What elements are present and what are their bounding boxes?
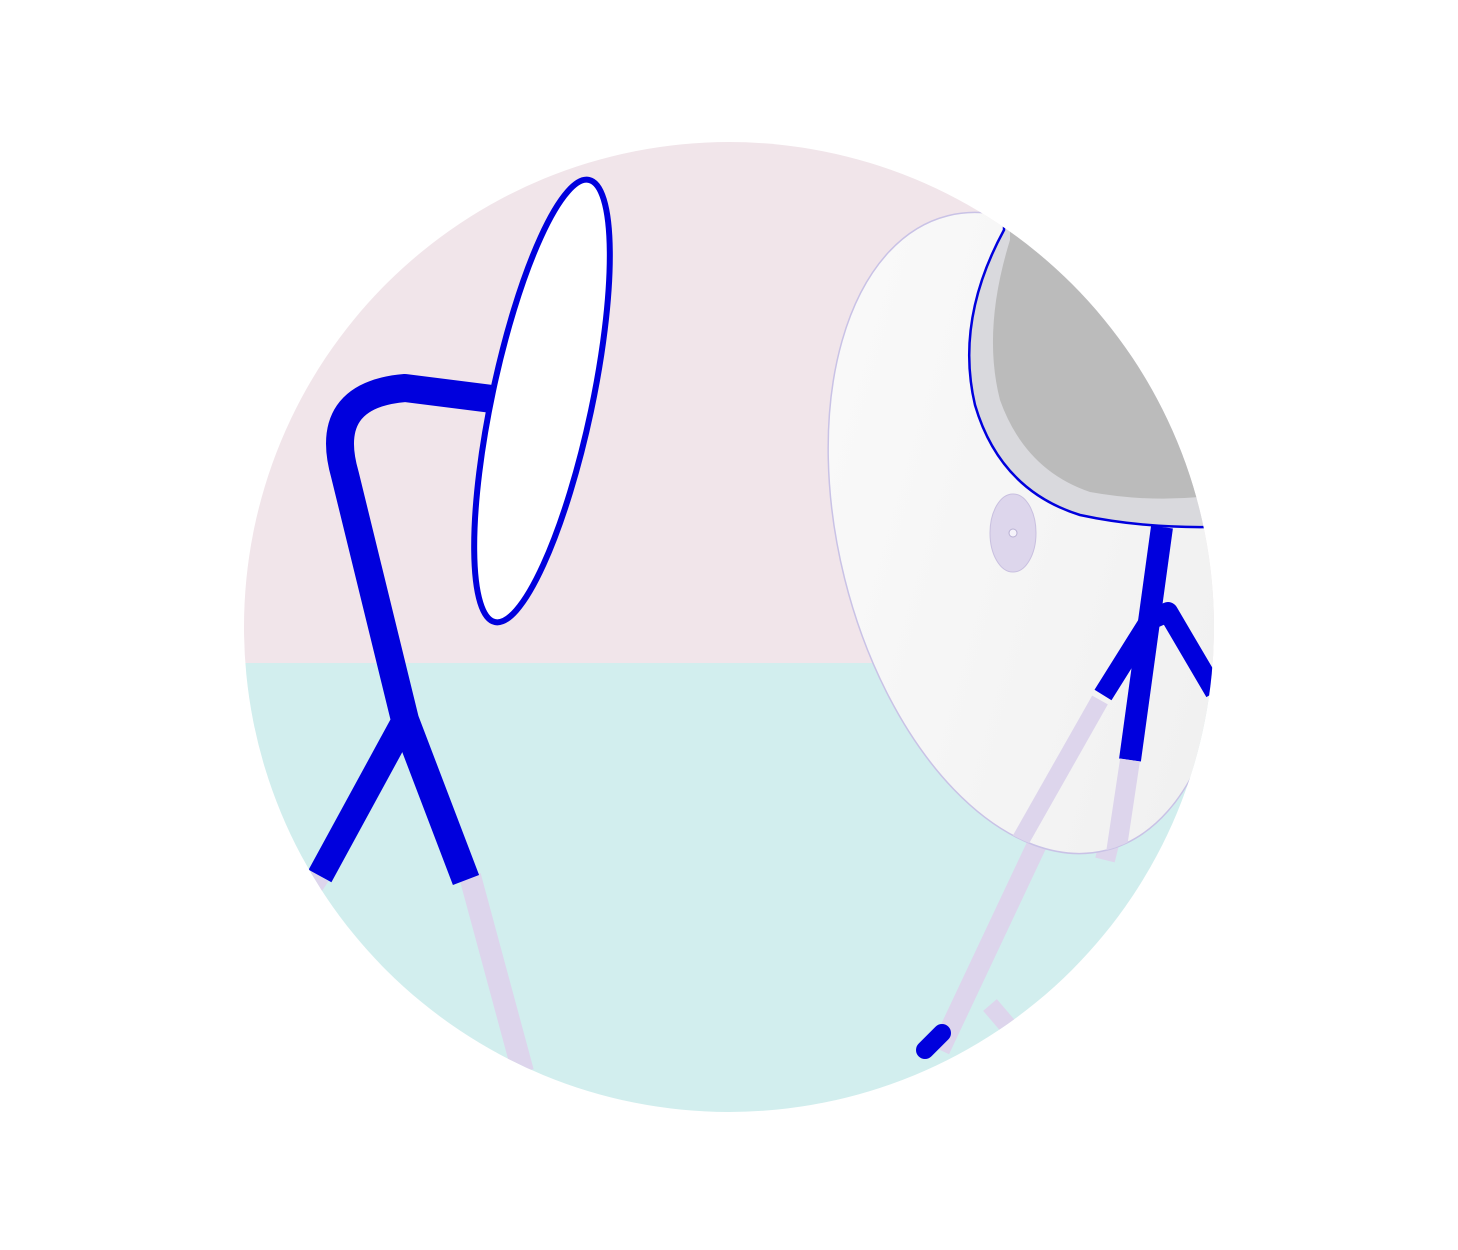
floor-background xyxy=(244,663,1214,1112)
wall-background xyxy=(244,142,1214,663)
lamp-main-pole xyxy=(326,374,502,885)
mirror-glass xyxy=(992,180,1214,499)
floor-lamp xyxy=(287,176,613,1075)
mirror-leg-foot-blue xyxy=(916,1024,951,1059)
mirror-reflected-pole-lower xyxy=(1105,758,1140,862)
mirror-knob-pin xyxy=(1008,528,1018,538)
mirror-reflected-leg-lower xyxy=(1007,695,1108,855)
lamp-leg-lower-left xyxy=(287,870,329,918)
lamp-dish-face xyxy=(471,176,613,626)
mirror-reflected-branch xyxy=(1094,602,1214,701)
lamp-side-leg xyxy=(308,713,417,883)
lamp-leg-lower-main xyxy=(459,873,534,1075)
